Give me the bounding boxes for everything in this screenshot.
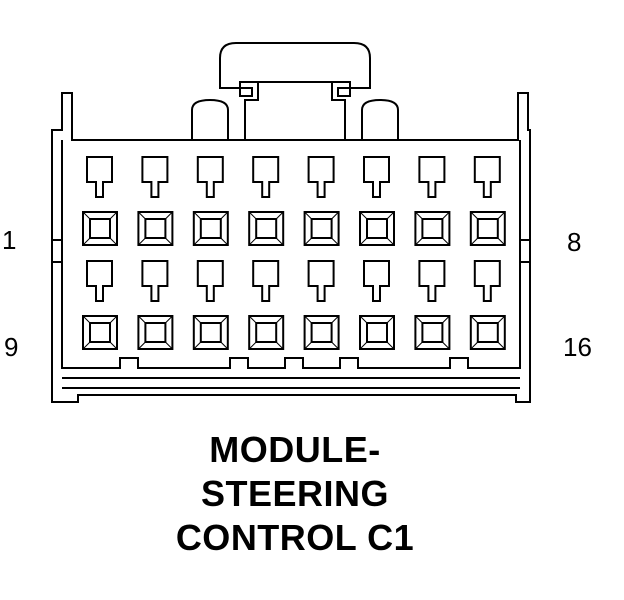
pin-cavity-13: [303, 315, 340, 350]
terminal-key-14: [363, 260, 390, 302]
title-line-2: STEERING: [200, 473, 390, 514]
pin-label-9: 9: [4, 332, 19, 362]
terminal-key-3: [196, 156, 224, 198]
pin-cavity-15: [414, 315, 451, 350]
terminal-key-8: [473, 156, 501, 198]
title-line-3: CONTROL C1: [175, 517, 415, 558]
pin-cavity-12: [248, 315, 285, 350]
locator-notch-left: [52, 239, 63, 263]
latch-slot-right: [337, 87, 351, 97]
pin-cavity-10: [137, 315, 174, 350]
latch-slot-left: [239, 87, 253, 97]
pin-label-1: 1: [2, 225, 17, 255]
terminal-key-2: [141, 156, 169, 198]
pin-label-8: 8: [567, 227, 582, 257]
pin-cavity-11: [192, 315, 229, 350]
terminal-key-11: [196, 260, 224, 302]
connector-housing: [51, 92, 531, 403]
locator-bump-right: [361, 98, 399, 140]
title-line-1: MODULE-: [209, 429, 381, 470]
pin-cavity-4: [248, 211, 285, 246]
terminal-key-7: [418, 156, 446, 198]
terminal-key-1: [86, 156, 113, 198]
terminal-key-9: [86, 260, 113, 302]
pin-cavity-7: [414, 211, 451, 246]
pin-cavity-6: [359, 211, 395, 246]
terminal-key-6: [363, 156, 390, 198]
connector-title: MODULE- STEERING CONTROL C1: [0, 428, 590, 560]
pin-cavity-5: [303, 211, 340, 246]
terminal-key-10: [141, 260, 169, 302]
pin-cavity-9: [82, 315, 118, 350]
locator-notch-right: [519, 239, 530, 263]
pin-cavity-8: [469, 211, 506, 246]
bottom-edge: [62, 377, 520, 389]
pin-cavity-1: [82, 211, 118, 246]
terminal-key-5: [307, 156, 335, 198]
pin-cavity-3: [192, 211, 229, 246]
pin-cavity-2: [137, 211, 174, 246]
terminal-key-16: [473, 260, 501, 302]
bottom-rail: [61, 262, 521, 369]
terminal-key-13: [307, 260, 335, 302]
pin-cavity-14: [359, 315, 395, 350]
pin-cavity-16: [469, 315, 506, 350]
terminal-key-12: [252, 260, 280, 302]
locator-bump-left: [191, 98, 229, 140]
terminal-key-15: [418, 260, 446, 302]
latch-stem: [244, 82, 346, 140]
housing-inner-face: [61, 140, 521, 240]
terminal-key-4: [252, 156, 280, 198]
pin-label-16: 16: [563, 332, 592, 362]
connector-latch: [219, 42, 371, 89]
